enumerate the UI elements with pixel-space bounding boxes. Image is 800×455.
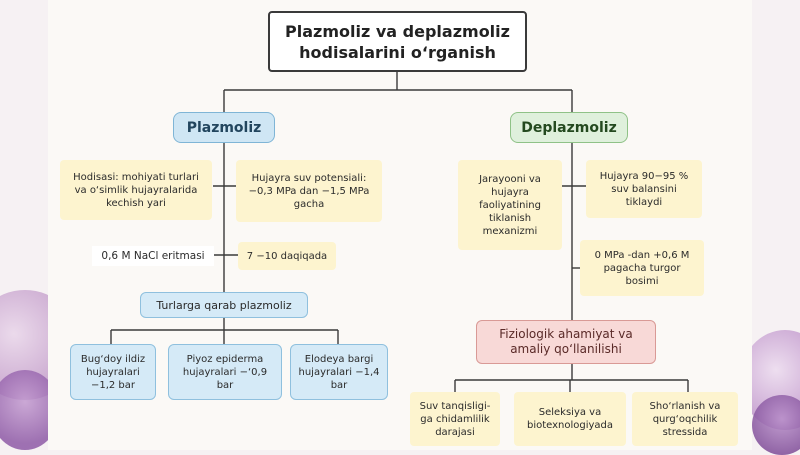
plazmoliz-type-text: Bug‘doy ildiz hujayralari −1,2 bar (80, 353, 146, 391)
deplazmoliz-turgor-note: 0 MPa -dan +0,6 M pagacha turgor bosimi (580, 240, 704, 296)
deplazmoliz-application-note: Suv tanqisligi-ga chidamlilik darajasi (410, 392, 500, 446)
deplazmoliz-turgor-text: 0 MPa -dan +0,6 M pagacha turgor bosimi (594, 249, 690, 287)
deplazmoliz-process-text: Jarayooni va hujayra faoliyatining tikla… (479, 173, 541, 237)
plazmoliz-type-card: Piyoz epiderma hujayralari −‘0,9 bar (168, 344, 282, 400)
deplazmoliz-balance-note: Hujayra 90−95 % suv balansini tiklaydi (586, 160, 702, 218)
deplazmoliz-application-note: Seleksiya va biotexnologiyada (514, 392, 626, 446)
diagram-title: Plazmoliz va deplazmoliz hodisalarini o‘… (268, 11, 527, 72)
plazmoliz-essence-text: Hodisasi: mohiyati turlari va o‘simlik h… (73, 171, 199, 209)
plazmoliz-types-node: Turlarga qarab plazmoliz (140, 292, 308, 318)
deplazmoliz-application-text: Suv tanqisligi-ga chidamlilik darajasi (419, 400, 491, 438)
plazmoliz-solution-label: 0,6 M NaCl eritmasi (92, 246, 214, 266)
plazmoliz-potential-note: Hujayra suv potensiali: −0,3 MPa dan −1,… (236, 160, 382, 222)
plazmoliz-solution-text: 0,6 M NaCl eritmasi (101, 249, 205, 262)
plazmoliz-node: Plazmoliz (173, 112, 275, 143)
plazmoliz-type-card: Bug‘doy ildiz hujayralari −1,2 bar (70, 344, 156, 400)
deplazmoliz-significance-node: Fiziologik ahamiyat va amaliy qo‘llanili… (476, 320, 656, 364)
plazmoliz-types-label: Turlarga qarab plazmoliz (156, 298, 292, 312)
deplazmoliz-application-text: Seleksiya va biotexnologiyada (526, 407, 614, 431)
deplazmoliz-node: Deplazmoliz (510, 112, 628, 143)
deplazmoliz-application-text: Sho‘rlanish va qurg‘oqchilik stressida (649, 400, 721, 438)
plazmoliz-duration-note: 7 −10 daqiqada (238, 242, 336, 270)
deplazmoliz-label: Deplazmoliz (521, 119, 617, 136)
flower-decoration-right-lower (752, 395, 800, 455)
diagram-title-text: Plazmoliz va deplazmoliz hodisalarini o‘… (285, 21, 510, 62)
plazmoliz-types-connector (110, 318, 339, 344)
plazmoliz-potential-text: Hujayra suv potensiali: −0,3 MPa dan −1,… (248, 172, 370, 210)
deplazmoliz-applications-connector (454, 364, 689, 392)
plazmoliz-essence-note: Hodisasi: mohiyati turlari va o‘simlik h… (60, 160, 212, 220)
deplazmoliz-significance-label: Fiziologik ahamiyat va amaliy qo‘llanili… (499, 327, 633, 356)
plazmoliz-type-card: Elodeya bargi hujayralari −1,4 bar (290, 344, 388, 400)
plazmoliz-label: Plazmoliz (186, 119, 262, 136)
diagram-panel (48, 0, 752, 450)
deplazmoliz-application-note: Sho‘rlanish va qurg‘oqchilik stressida (632, 392, 738, 446)
plazmoliz-duration-text: 7 −10 daqiqada (246, 250, 328, 262)
plazmoliz-type-text: Piyoz epiderma hujayralari −‘0,9 bar (182, 353, 268, 391)
deplazmoliz-balance-text: Hujayra 90−95 % suv balansini tiklaydi (599, 170, 689, 208)
title-branch-connector (223, 72, 573, 112)
plazmoliz-type-text: Elodeya bargi hujayralari −1,4 bar (298, 353, 380, 391)
deplazmoliz-process-note: Jarayooni va hujayra faoliyatining tikla… (458, 160, 562, 250)
